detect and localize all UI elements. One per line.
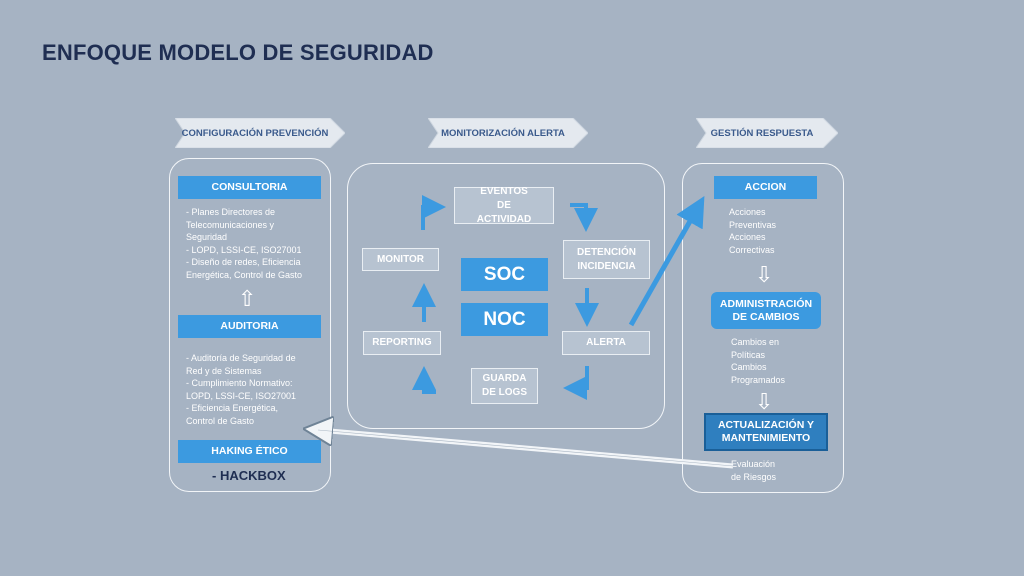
chevron-shape [175, 118, 345, 148]
left-panel [169, 158, 331, 492]
down-arrow-icon: ⇩ [755, 262, 774, 287]
phase-chevron-gestion: GESTIÓN RESPUESTA [696, 118, 838, 148]
down-arrow-icon: ⇩ [755, 389, 774, 414]
phase-label: MONITORIZACIÓN ALERTA [441, 127, 565, 139]
phase-chevron-configuracion: CONFIGURACIÓN PREVENCIÓN [175, 118, 345, 148]
phase-label: GESTIÓN RESPUESTA [710, 127, 814, 139]
arrow-alerta-to-guarda [563, 366, 589, 400]
actualizacion-header: ACTUALIZACIÓN Y MANTENIMIENTO [704, 413, 828, 451]
chevron-shape [428, 118, 588, 148]
right-panel [682, 163, 844, 493]
center-panel [347, 163, 665, 429]
node-deteccion: DETENCIÓN INCIDENCIA [563, 240, 650, 279]
noc-box: NOC [461, 303, 548, 336]
phase-chevron-monitorizacion: MONITORIZACIÓN ALERTA [428, 118, 588, 148]
accion-text: Acciones Preventivas Acciones Correctiva… [729, 207, 777, 255]
auditoria-header: AUDITORIA [178, 315, 321, 338]
arrow-guarda-to-reporting [412, 366, 436, 394]
node-alerta: ALERTA [562, 331, 650, 355]
consultoria-header: CONSULTORIA [178, 176, 321, 199]
arrow-monitor-to-eventos [421, 195, 446, 230]
haking-header: HAKING ÉTICO [178, 440, 321, 463]
node-monitor: MONITOR [362, 248, 439, 271]
actualizacion-text: Evaluación de Riesgos [731, 459, 777, 482]
hackbox-text: - HACKBOX [212, 468, 286, 483]
administracion-text: Cambios en Políticas Cambios Programados [731, 337, 786, 385]
node-reporting: REPORTING [363, 331, 441, 355]
arrow-alerta-to-accion [628, 195, 705, 327]
administracion-header: ADMINISTRACIÓN DE CAMBIOS [711, 292, 821, 329]
soc-box: SOC [461, 258, 548, 291]
arrow-eventos-to-deteccion [570, 203, 598, 232]
consultoria-text: - Planes Directores de Telecomunicacione… [186, 207, 303, 280]
node-eventos: EVENTOS DE ACTIVIDAD [454, 186, 554, 225]
page-title: ENFOQUE MODELO DE SEGURIDAD [42, 40, 434, 65]
node-guarda-logs: GUARDA DE LOGS [471, 368, 538, 404]
accion-header: ACCION [714, 176, 817, 199]
chevron-shape [696, 118, 838, 148]
phase-label: CONFIGURACIÓN PREVENCIÓN [181, 127, 329, 139]
auditoria-text: - Auditoría de Seguridad de Red y de Sis… [186, 353, 297, 426]
up-arrow-icon: ⇧ [238, 286, 257, 311]
